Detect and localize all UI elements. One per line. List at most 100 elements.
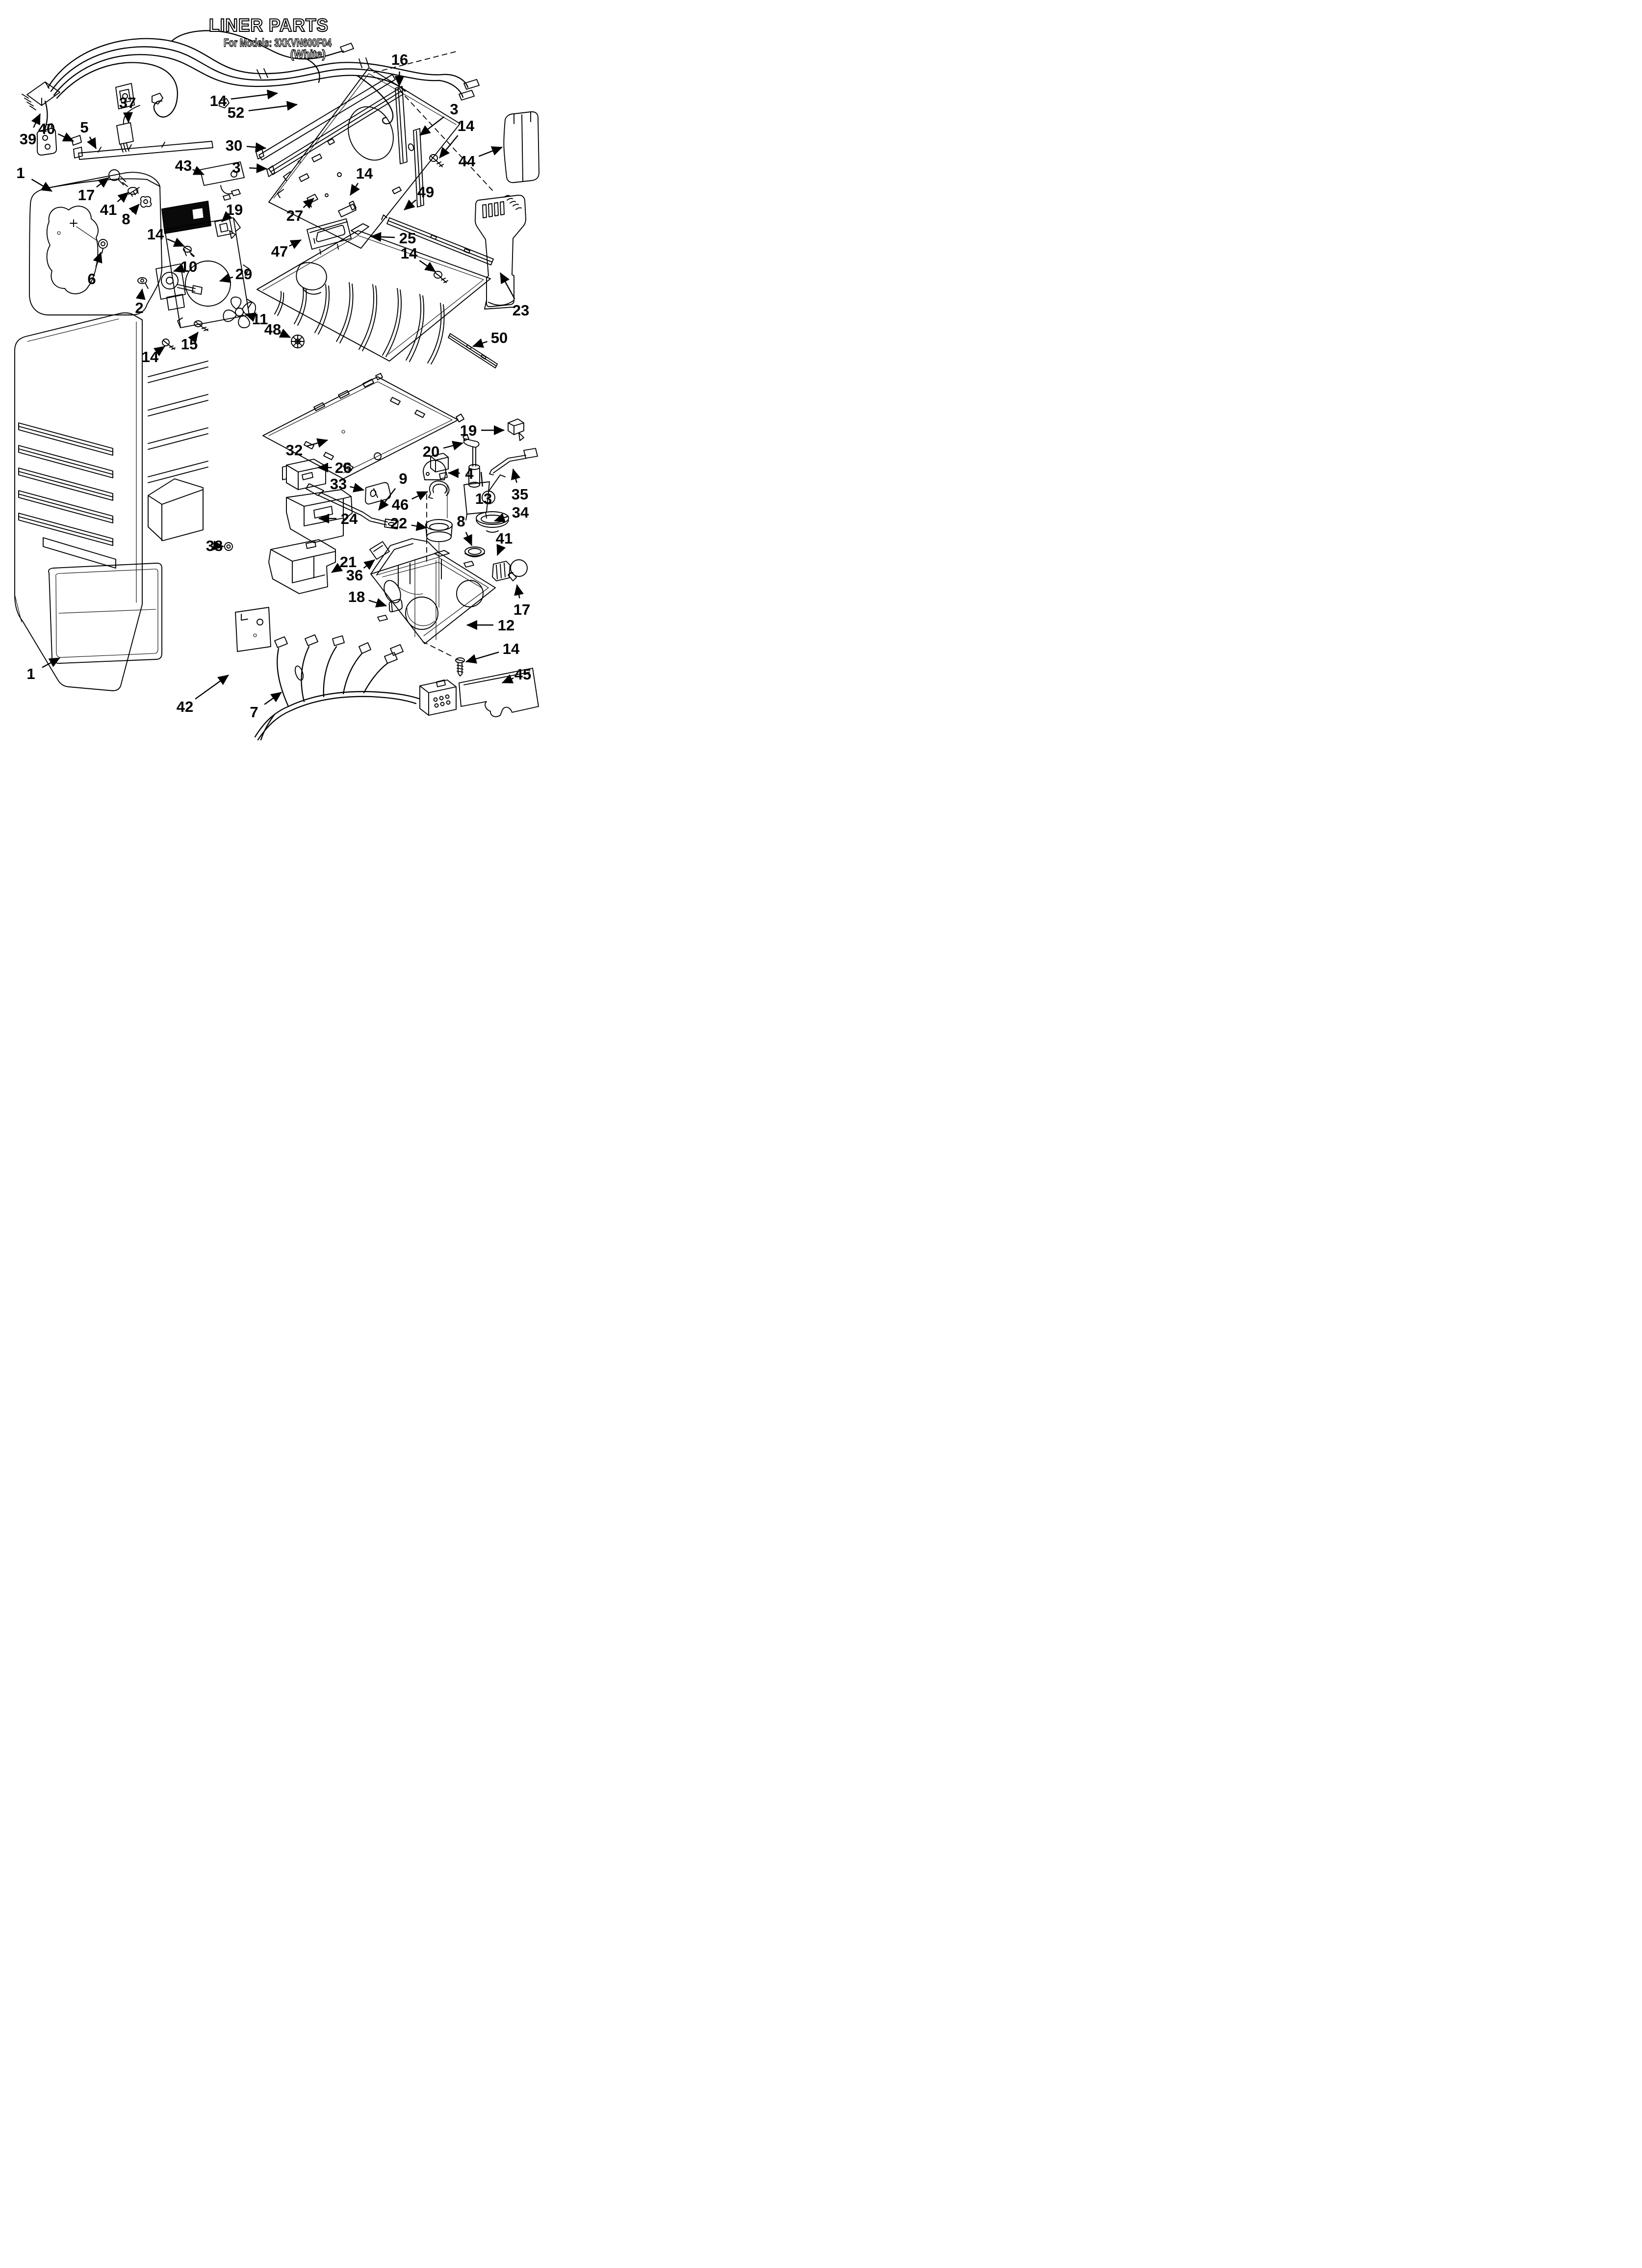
callout-leader	[511, 469, 521, 483]
callout-number: 42	[177, 698, 193, 715]
callout-number: 14	[210, 92, 227, 109]
callout-41: 41	[496, 530, 513, 556]
callout-number: 11	[252, 311, 268, 328]
finish-line: (White)	[290, 48, 326, 60]
callout-number: 25	[399, 230, 416, 247]
cup-22-drawing	[425, 519, 453, 542]
callout-number: 48	[264, 321, 281, 338]
bracket-35-drawing	[489, 448, 538, 475]
callout-number: 17	[513, 601, 530, 618]
models-line: For Models: 3XKVN600F04	[224, 36, 332, 49]
top-rail-console-drawing	[71, 105, 213, 160]
callout-leader	[249, 163, 267, 173]
callout-leader	[478, 146, 503, 157]
callout-number: 16	[391, 51, 408, 68]
plate-33-drawing	[365, 482, 391, 505]
callout-leader	[363, 559, 375, 570]
callout-number: 19	[226, 201, 243, 218]
connector-7-drawing	[419, 679, 457, 716]
callout-leader	[349, 182, 360, 196]
callout-leader	[411, 491, 428, 500]
callout-leader	[167, 237, 185, 247]
thermostat-4-drawing	[423, 453, 449, 480]
strip-16-drawing	[395, 86, 408, 164]
callout-leader	[93, 252, 103, 267]
callout-number: 15	[181, 336, 198, 353]
callout-number: 14	[356, 165, 373, 182]
callout-30: 30	[226, 137, 266, 154]
bracket-9-drawing	[306, 483, 399, 529]
callout-number: 20	[423, 443, 439, 460]
callout-leader	[404, 199, 416, 210]
callout-29: 29	[219, 265, 252, 283]
callout-number: 39	[20, 130, 36, 148]
callout-number: 41	[496, 530, 513, 547]
callout-number: 4	[465, 465, 474, 482]
callout-leader	[350, 483, 364, 493]
callout-leader	[514, 584, 524, 599]
callout-leader	[419, 116, 445, 136]
plate-42-drawing	[235, 607, 271, 652]
diagram-artwork	[14, 30, 539, 741]
callout-leader	[135, 288, 146, 300]
callout-41: 41	[100, 192, 129, 218]
callout-number: 24	[341, 510, 358, 527]
callout-leader	[231, 89, 278, 100]
callout-number: 1	[26, 665, 35, 682]
bulb-17-drawing	[108, 169, 120, 181]
callout-3: 3	[419, 101, 459, 136]
callout-leader	[31, 179, 52, 192]
callout-leader	[221, 211, 233, 222]
callout-number: 10	[180, 258, 197, 275]
callout-33: 33	[330, 475, 364, 493]
rail-49-drawing	[381, 214, 494, 265]
wire-harness-upper-drawing	[22, 30, 480, 156]
callout-14: 14	[439, 117, 475, 158]
callout-number: 30	[226, 137, 242, 154]
callout-50: 50	[472, 329, 508, 348]
callout-number: 3	[450, 101, 458, 118]
callout-number: 14	[458, 117, 475, 134]
callout-leader	[173, 263, 185, 273]
callout-1: 1	[26, 657, 60, 682]
callout-leader	[154, 346, 165, 357]
callout-46: 46	[392, 491, 428, 513]
rod-50-drawing	[448, 333, 498, 368]
callout-42: 42	[177, 675, 229, 715]
callout-leader	[213, 540, 224, 550]
callout-5: 5	[80, 119, 97, 149]
callout-27: 27	[286, 198, 314, 224]
callout-leader	[394, 71, 405, 87]
lens-8-right-drawing	[464, 547, 485, 556]
callout-leader	[439, 135, 459, 158]
callout-number: 41	[100, 201, 117, 218]
callout-number: 18	[348, 588, 365, 605]
callout-number: 32	[286, 442, 303, 459]
callout-number: 23	[513, 302, 529, 319]
control-cluster-drawing	[282, 418, 538, 640]
callout-number: 14	[147, 226, 164, 243]
foam-duct-24-drawing	[286, 489, 353, 543]
callout-16: 16	[391, 51, 408, 87]
wire-harness-lower-drawing	[254, 634, 457, 741]
callout-26: 26	[317, 459, 352, 476]
fan-motor-10-drawing	[155, 263, 186, 300]
callout-leader	[419, 260, 436, 272]
callout-number: 49	[417, 183, 434, 201]
callout-19: 19	[460, 422, 505, 439]
evap-fan-assembly-drawing	[137, 217, 305, 350]
screw-14-drawing	[434, 271, 442, 279]
screw-14-drawing	[162, 339, 170, 346]
callout-3: 3	[232, 159, 267, 176]
callout-number: 27	[286, 207, 303, 224]
callout-14: 14	[465, 640, 520, 664]
liner-parts-diagram: LINER PARTS For Models: 3XKVN600F04 (Whi…	[14, 15, 539, 741]
lamp-control-cluster-drawing	[108, 161, 245, 257]
access-panel-47-drawing	[307, 218, 448, 283]
callout-leader	[248, 101, 298, 111]
callout-34: 34	[494, 504, 529, 522]
callout-number: 38	[206, 537, 223, 554]
shield-plate-43-drawing	[200, 161, 245, 186]
callout-number: 36	[346, 567, 363, 584]
callout-number: 34	[512, 504, 529, 521]
